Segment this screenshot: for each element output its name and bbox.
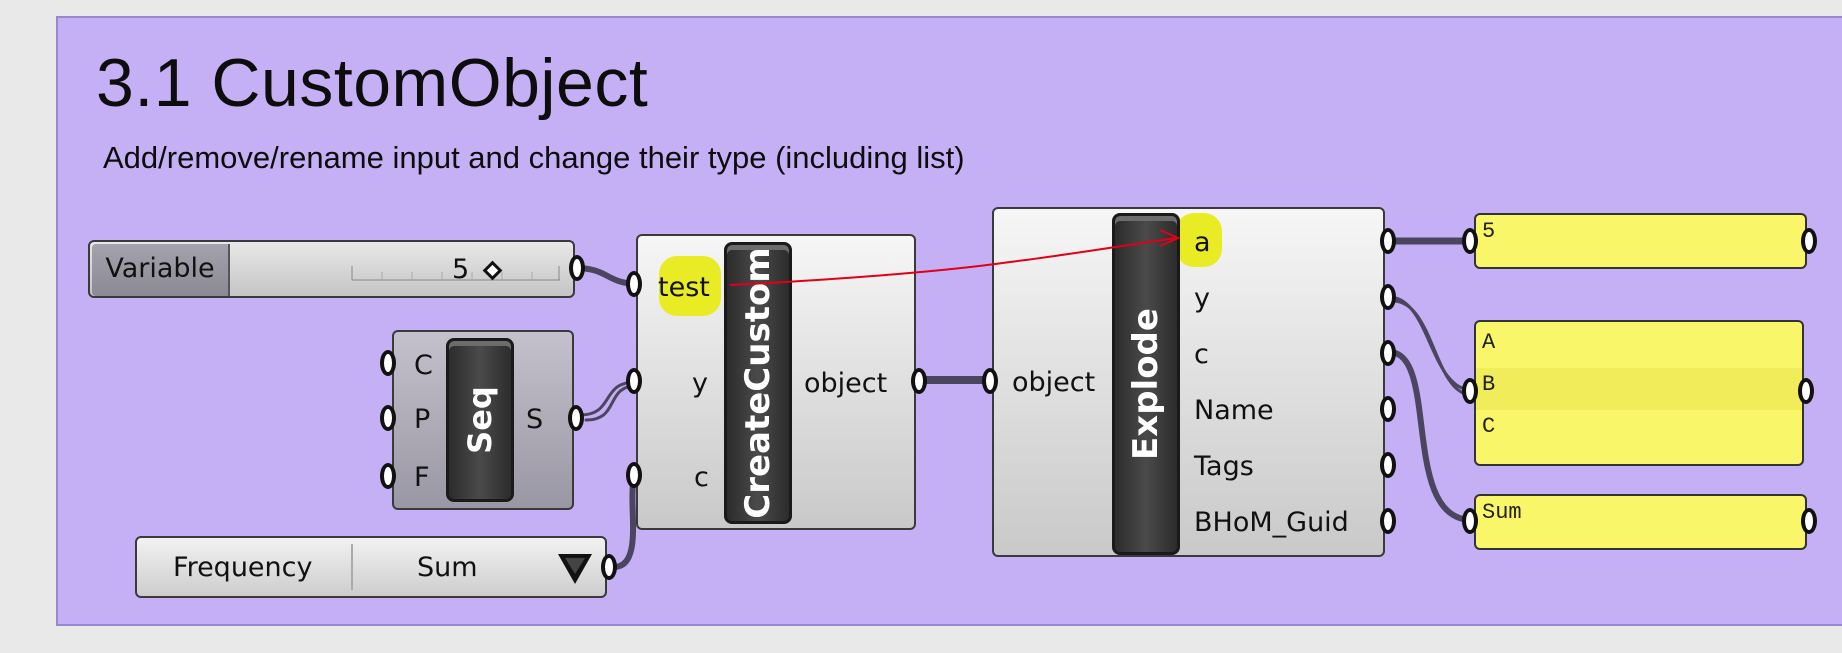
panel-a-line: 5	[1482, 219, 1496, 244]
explode-component[interactable]: object Explode a y c Name Tags BHoM_Guid	[992, 207, 1385, 557]
seq-name-bar[interactable]: Seq	[446, 338, 514, 502]
explode-input-object: object	[1012, 367, 1096, 398]
seq-grip-c[interactable]	[380, 350, 396, 376]
seq-input-f: F	[414, 462, 430, 493]
explode-output-y: y	[1194, 283, 1210, 314]
create-custom-grip-y[interactable]	[626, 368, 642, 394]
group-title: 3.1 CustomObject	[96, 45, 649, 121]
seq-input-p: P	[414, 404, 431, 435]
explode-name-bar[interactable]: Explode	[1112, 213, 1180, 555]
slider-handle-icon[interactable]	[482, 260, 504, 282]
explode-output-a: a	[1194, 227, 1211, 258]
panel-y-line: C	[1482, 414, 1496, 439]
explode-grip-c[interactable]	[1380, 340, 1396, 366]
create-custom-grip-c[interactable]	[626, 462, 642, 488]
explode-output-tags: Tags	[1194, 451, 1254, 482]
wire-c-to-panel	[1386, 349, 1475, 523]
seq-output-s: S	[526, 404, 544, 435]
explode-grip-a[interactable]	[1380, 228, 1396, 254]
slider-track[interactable]	[260, 252, 560, 288]
explode-grip-bhom-guid[interactable]	[1380, 508, 1396, 534]
panel-y[interactable]: A B C	[1474, 320, 1804, 466]
explode-grip-y[interactable]	[1380, 284, 1396, 310]
slider-output-grip[interactable]	[569, 255, 585, 281]
seq-grip-s[interactable]	[568, 405, 584, 431]
panel-c-input-grip[interactable]	[1462, 508, 1478, 534]
create-custom-name-bar[interactable]: CreateCustom	[724, 242, 792, 524]
create-custom-output-object: object	[804, 368, 888, 399]
slider-value: 5	[452, 254, 470, 285]
dropdown-arrow-icon[interactable]	[555, 550, 595, 588]
panel-c[interactable]: Sum	[1474, 494, 1807, 550]
create-custom-input-c: c	[694, 462, 709, 493]
value-list-output-grip[interactable]	[601, 554, 617, 580]
panel-c-output-grip[interactable]	[1801, 508, 1817, 534]
create-custom-component[interactable]: test y c CreateCustom object	[636, 234, 916, 530]
value-list[interactable]: Frequency Sum	[135, 536, 607, 598]
panel-a[interactable]: 5	[1474, 213, 1807, 269]
panel-y-line: B	[1476, 368, 1802, 410]
create-custom-input-test: test	[658, 272, 710, 303]
explode-output-name: Name	[1194, 395, 1274, 426]
panel-y-line: A	[1482, 330, 1496, 355]
explode-output-bhom-guid: BHoM_Guid	[1194, 507, 1349, 538]
group-subtitle: Add/remove/rename input and change their…	[103, 140, 965, 175]
seq-input-c: C	[414, 350, 433, 381]
panel-y-output-grip[interactable]	[1798, 378, 1814, 404]
explode-grip-name[interactable]	[1380, 396, 1396, 422]
panel-a-input-grip[interactable]	[1462, 228, 1478, 254]
create-custom-grip-test[interactable]	[626, 271, 642, 297]
test-highlight	[659, 256, 721, 316]
panel-a-output-grip[interactable]	[1801, 228, 1817, 254]
slider-label: Variable	[92, 244, 230, 296]
panel-y-input-grip[interactable]	[1462, 378, 1478, 404]
create-custom-input-y: y	[692, 368, 708, 399]
explode-grip-object[interactable]	[982, 368, 998, 394]
seq-grip-f[interactable]	[380, 463, 396, 489]
number-slider[interactable]: Variable 5	[88, 240, 575, 298]
explode-grip-tags[interactable]	[1380, 452, 1396, 478]
create-custom-grip-object[interactable]	[911, 368, 927, 394]
value-list-selected: Sum	[417, 552, 478, 583]
explode-output-c: c	[1194, 339, 1209, 370]
seq-grip-p[interactable]	[380, 405, 396, 431]
panel-c-line: Sum	[1482, 500, 1522, 525]
a-highlight	[1176, 213, 1222, 267]
value-list-label: Frequency	[173, 552, 313, 583]
seq-component[interactable]: C P F Seq S	[392, 330, 574, 510]
